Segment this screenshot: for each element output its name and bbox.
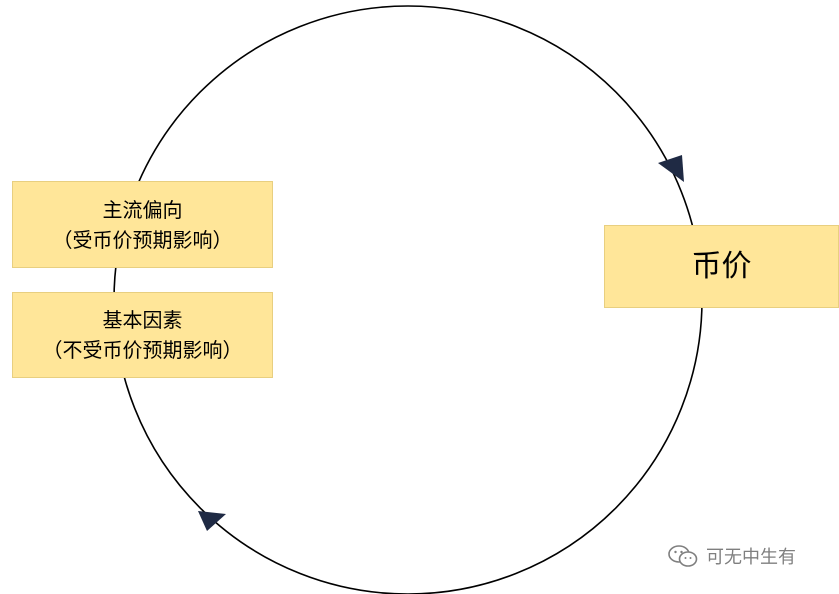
coin-price-box: 币价 bbox=[604, 225, 839, 308]
mainstream-bias-box: 主流偏向 （受币价预期影响） bbox=[12, 181, 273, 268]
watermark-text: 可无中生有 bbox=[706, 547, 796, 568]
mainstream-bias-note: （受币价预期影响） bbox=[52, 227, 233, 252]
arrow-head-lower-left bbox=[198, 511, 226, 531]
fundamentals-title: 基本因素 bbox=[102, 308, 183, 332]
fundamentals-note: （不受币价预期影响） bbox=[42, 338, 243, 362]
arrow-head-upper-right bbox=[658, 155, 684, 182]
coin-price-label: 币价 bbox=[691, 248, 752, 284]
wechat-icon bbox=[668, 544, 698, 568]
mainstream-bias-title: 主流偏向 bbox=[102, 197, 183, 222]
fundamentals-box: 基本因素 （不受币价预期影响） bbox=[12, 292, 273, 378]
watermark: 可无中生有 bbox=[668, 543, 796, 569]
